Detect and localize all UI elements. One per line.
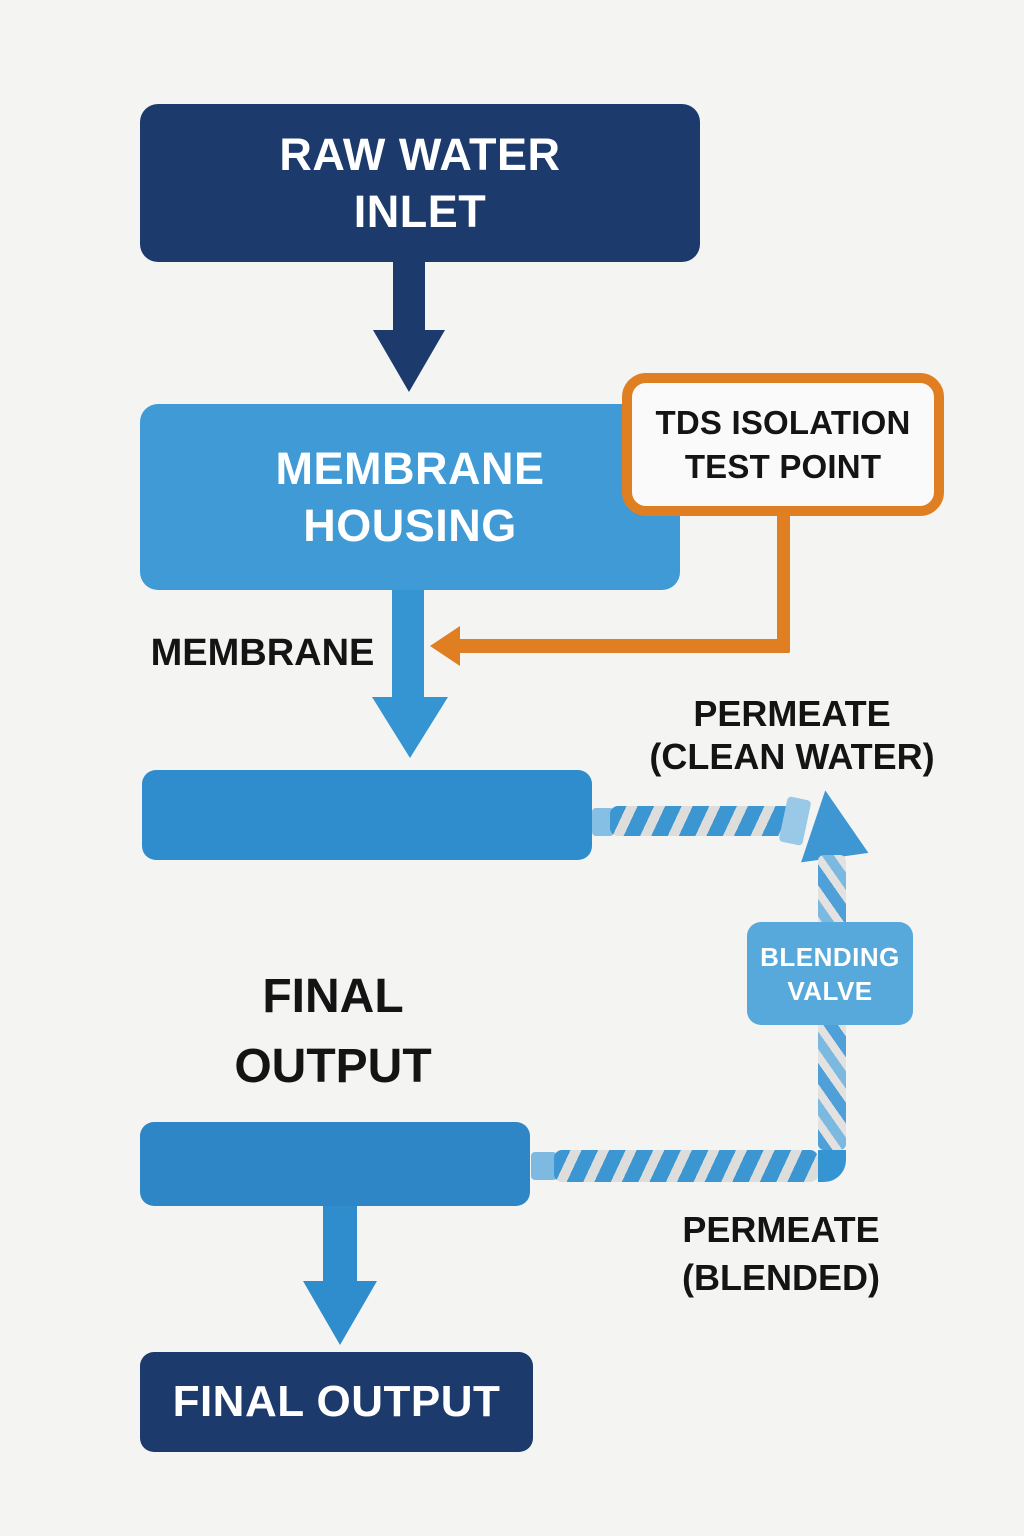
raw-water-inlet-box: RAW WATER INLET (140, 104, 700, 262)
tds-test-point-label-line1: TDS ISOLATION (655, 403, 911, 441)
raw-water-inlet-label-line1: RAW WATER (279, 129, 561, 180)
membrane-housing-label-line2: HOUSING (303, 500, 517, 551)
final-output-heading-line2: OUTPUT (234, 1040, 432, 1093)
permeate-clean-pipe (610, 806, 792, 836)
permeate-clean-label: PERMEATE (CLEAN WATER) (620, 692, 964, 778)
blend-pipe-horizontal (554, 1150, 818, 1182)
permeate-clean-pipe-cap-left (592, 808, 614, 836)
blended-output-box (140, 1122, 530, 1206)
final-output-box: FINAL OUTPUT (140, 1352, 533, 1452)
flow-arrow-housing-to-membrane-head (372, 697, 448, 758)
permeate-blended-label: PERMEATE (BLENDED) (609, 1206, 953, 1302)
flow-arrow-to-final-head (303, 1281, 377, 1345)
flow-arrow-housing-to-membrane-shaft (392, 590, 424, 698)
blending-valve-label-line1: BLENDING (760, 941, 900, 972)
flow-arrow-raw-to-housing-head (373, 330, 445, 392)
tds-connector-vertical (777, 514, 790, 653)
permeate-blended-label-line2: (BLENDED) (682, 1257, 880, 1298)
tds-connector-arrow-head (430, 626, 460, 666)
membrane-housing-label-line1: MEMBRANE (275, 443, 545, 494)
tds-test-point-box: TDS ISOLATION TEST POINT (622, 373, 944, 516)
flow-arrow-raw-to-housing-shaft (393, 262, 425, 332)
final-output-box-label: FINAL OUTPUT (172, 1377, 501, 1426)
blend-pipe-cap-left (531, 1152, 557, 1180)
permeate-clean-label-line1: PERMEATE (693, 693, 891, 734)
permeate-up-arrow-head (791, 785, 869, 863)
permeate-clean-label-line2: (CLEAN WATER) (649, 736, 935, 777)
tds-connector-horizontal (452, 639, 790, 653)
flow-arrow-to-final-shaft (323, 1206, 357, 1282)
blending-valve-box: BLENDING VALVE (747, 922, 913, 1025)
final-output-heading: FINAL OUTPUT (183, 962, 483, 1102)
tds-test-point-label-line2: TEST POINT (684, 447, 882, 485)
membrane-element-box (142, 770, 592, 860)
blending-valve-label-line2: VALVE (787, 975, 873, 1006)
permeate-blended-label-line1: PERMEATE (682, 1209, 880, 1250)
membrane-housing-box: MEMBRANE HOUSING (140, 404, 680, 590)
blend-pipe-elbow (818, 1150, 846, 1182)
membrane-label: MEMBRANE (150, 632, 375, 674)
raw-water-inlet-label-line2: INLET (353, 186, 487, 237)
final-output-heading-line1: FINAL (262, 970, 404, 1023)
